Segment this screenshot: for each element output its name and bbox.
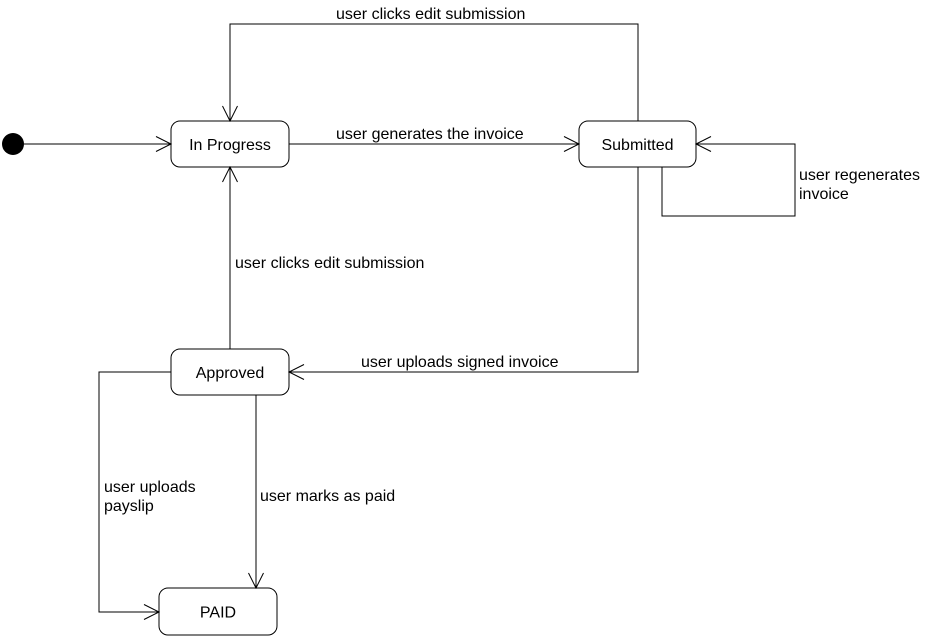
arrowhead (248, 572, 264, 590)
transition-line (229, 23, 639, 121)
arrowhead (143, 604, 161, 620)
transition-t-mark-paid: user marks as paid (248, 395, 395, 590)
state-label-in-progress: In Progress (189, 137, 271, 154)
transition-label: user clicks edit submission (336, 6, 525, 23)
state-label-approved: Approved (196, 365, 265, 382)
transition-label: user uploads (104, 479, 196, 496)
arrowhead (287, 364, 305, 380)
transition-label: payslip (104, 498, 154, 515)
transition-t-edit-from-submitted: user clicks edit submission (222, 6, 639, 123)
initial-state-dot (2, 133, 24, 155)
state-approved: Approved (170, 348, 290, 396)
transition-line (289, 167, 639, 373)
transition-label: user marks as paid (260, 488, 395, 505)
transition-t-generate: user generates the invoice (289, 126, 581, 152)
transition-label: user clicks edit submission (235, 255, 424, 272)
arrowhead (222, 165, 238, 183)
state-paid: PAID (158, 587, 278, 636)
arrowhead (563, 136, 581, 152)
transition-line (661, 143, 796, 217)
state-label-submitted: Submitted (601, 137, 673, 154)
arrowhead (694, 136, 712, 152)
arrowhead (222, 105, 238, 123)
state-label-paid: PAID (200, 605, 236, 622)
transition-t-regenerate: user regenerates invoice (661, 136, 920, 217)
state-submitted: Submitted (578, 120, 697, 168)
transition-t-edit-from-approved: user clicks edit submission (222, 165, 424, 349)
transition-label: user generates the invoice (336, 126, 524, 143)
arrowhead (155, 136, 173, 152)
state-in-progress: In Progress (170, 120, 290, 168)
transition-label: user regenerates (799, 167, 920, 184)
transition-line (98, 371, 171, 613)
transition-label: user uploads signed invoice (361, 354, 559, 371)
transition-label: invoice (799, 186, 849, 203)
transition-t-initial (24, 136, 173, 152)
transition-t-upload-payslip: user uploads payslip (98, 371, 196, 620)
transition-t-upload-signed: user uploads signed invoice (287, 167, 639, 380)
